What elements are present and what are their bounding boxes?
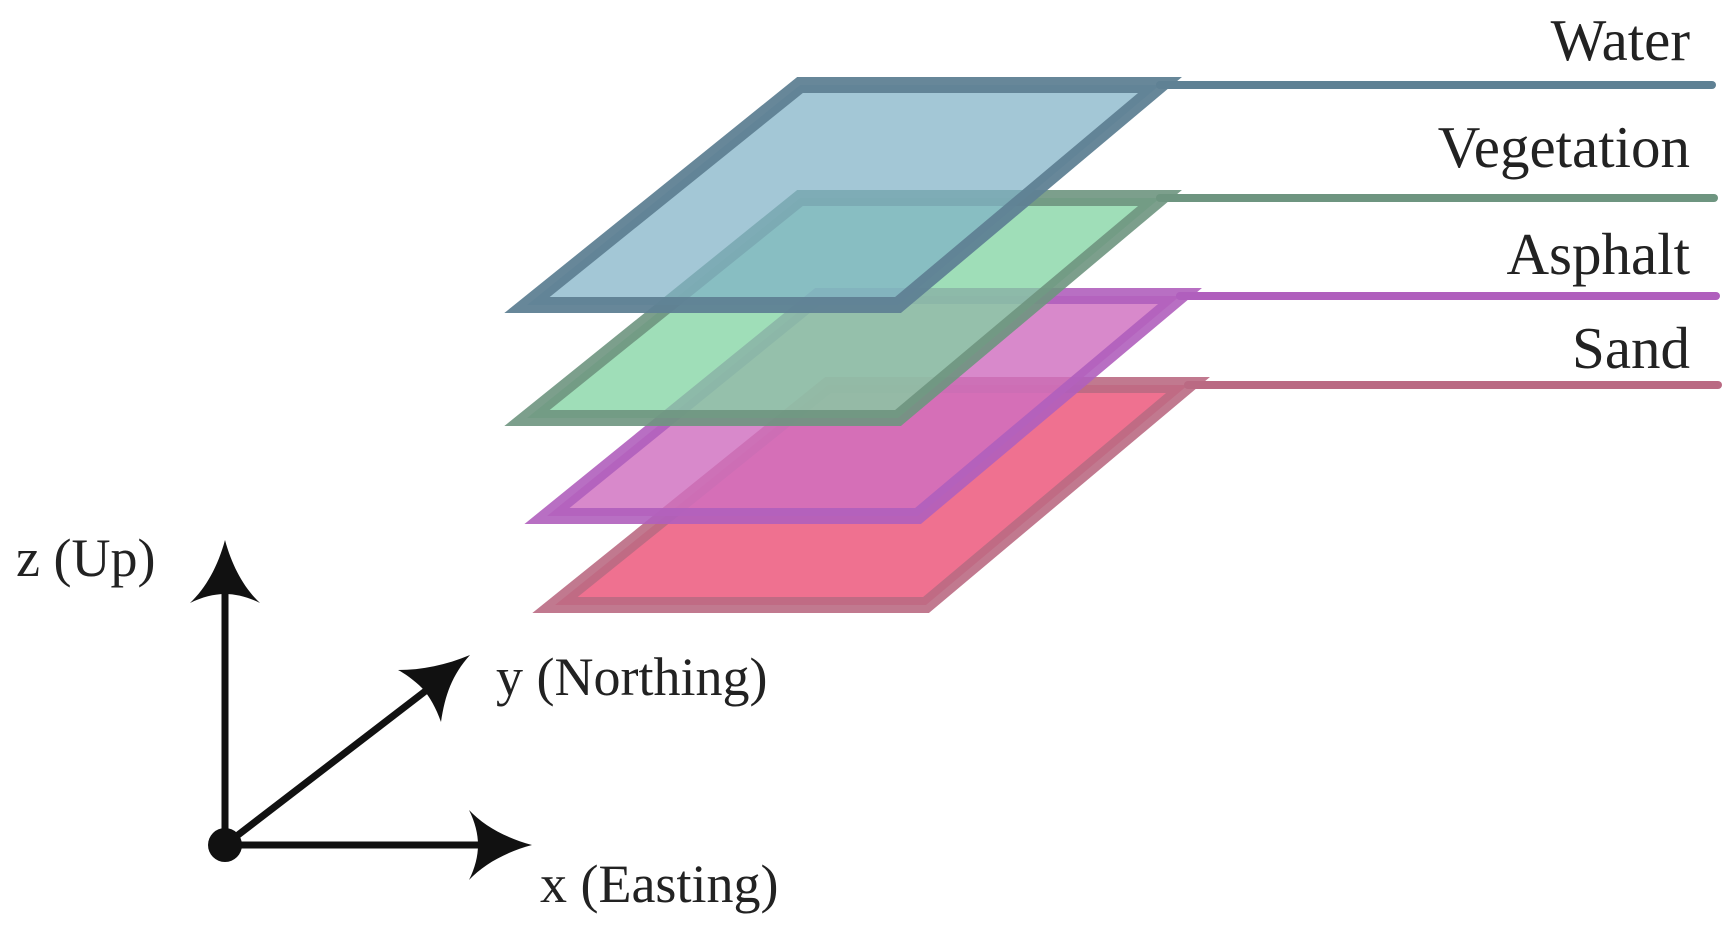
- layer-water: Water: [504, 7, 1716, 313]
- layer-asphalt-label: Asphalt: [1506, 221, 1690, 287]
- layer-sand-label: Sand: [1572, 315, 1690, 381]
- layer-water-label: Water: [1551, 7, 1691, 73]
- x-axis-label: x (Easting): [540, 854, 778, 914]
- y-axis-label: y (Northing): [496, 647, 767, 707]
- y-axis-arrowhead: [398, 655, 470, 722]
- layer-vegetation-label: Vegetation: [1438, 114, 1690, 180]
- x-axis-arrowhead: [469, 810, 532, 880]
- coordinate-axes: z (Up) y (Northing) x (Easting): [16, 528, 778, 914]
- z-axis-label: z (Up): [16, 528, 155, 588]
- origin-point: [208, 828, 242, 862]
- y-axis-line: [222, 683, 435, 848]
- z-axis-arrowhead: [190, 540, 260, 603]
